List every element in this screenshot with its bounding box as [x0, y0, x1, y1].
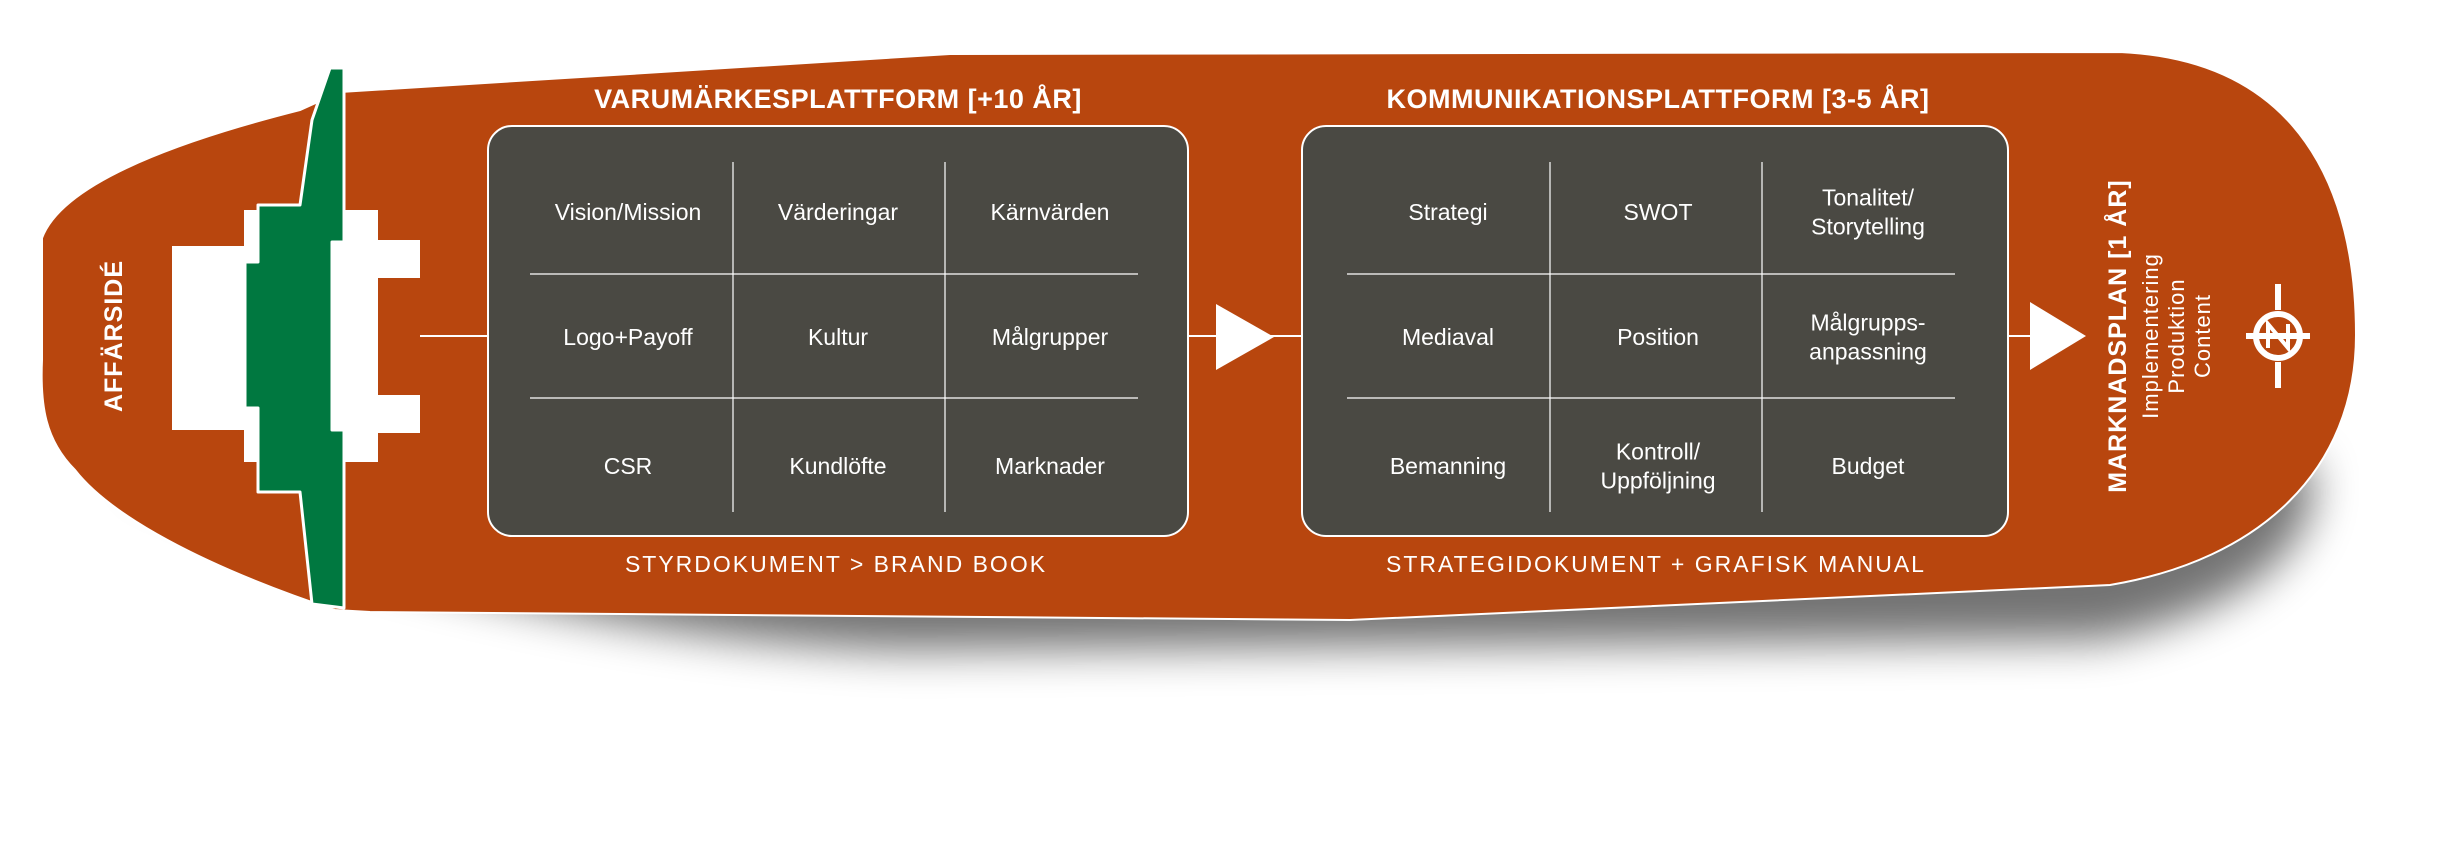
- grid-cell-label: Tonalitet/: [1822, 185, 1915, 211]
- grid-cell-label: Storytelling: [1811, 214, 1925, 240]
- grid-cell-label: Målgrupps-: [1810, 310, 1925, 336]
- panel-subtitle: STYRDOKUMENT > BRAND BOOK: [625, 551, 1047, 577]
- grid-cell-label: SWOT: [1624, 199, 1693, 225]
- panel-title: KOMMUNIKATIONSPLATTFORM [3-5 ÅR]: [1387, 83, 1930, 114]
- grid-cell-label: Position: [1617, 324, 1699, 350]
- grid-cell-label: Kärnvärden: [991, 199, 1110, 225]
- panel-subtitle: STRATEGIDOKUMENT + GRAFISK MANUAL: [1386, 551, 1926, 577]
- grid-cell-label: Vision/Mission: [555, 199, 702, 225]
- grid-cell-label: Strategi: [1408, 199, 1487, 225]
- market-plan-item: Produktion: [2164, 278, 2189, 393]
- grid-cell-label: Budget: [1832, 453, 1906, 479]
- grid-cell-label: Värderingar: [778, 199, 899, 225]
- grid-cell-label: Uppföljning: [1600, 468, 1715, 494]
- grid-cell-label: Kontroll/: [1616, 439, 1701, 465]
- grid-cell-label: Bemanning: [1390, 453, 1506, 479]
- market-plan-item: Implementering: [2138, 253, 2163, 419]
- market-plan-title: MARKNADSPLAN [1 ÅR]: [2103, 179, 2132, 492]
- grid-cell-label: Logo+Payoff: [563, 324, 693, 350]
- business-idea-label: AFFÄRSIDÉ: [99, 260, 128, 412]
- market-plan-item: Content: [2190, 294, 2215, 378]
- grid-cell-label: Kultur: [808, 324, 868, 350]
- grid-cell-label: Målgrupper: [992, 324, 1109, 350]
- grid-cell-label: CSR: [604, 453, 653, 479]
- grid-cell-label: anpassning: [1809, 339, 1927, 365]
- grid-cell-label: Marknader: [995, 453, 1105, 479]
- grid-cell-label: Mediaval: [1402, 324, 1494, 350]
- grid-cell-label: Kundlöfte: [789, 453, 886, 479]
- panel-title: VARUMÄRKESPLATTFORM [+10 ÅR]: [594, 83, 1082, 114]
